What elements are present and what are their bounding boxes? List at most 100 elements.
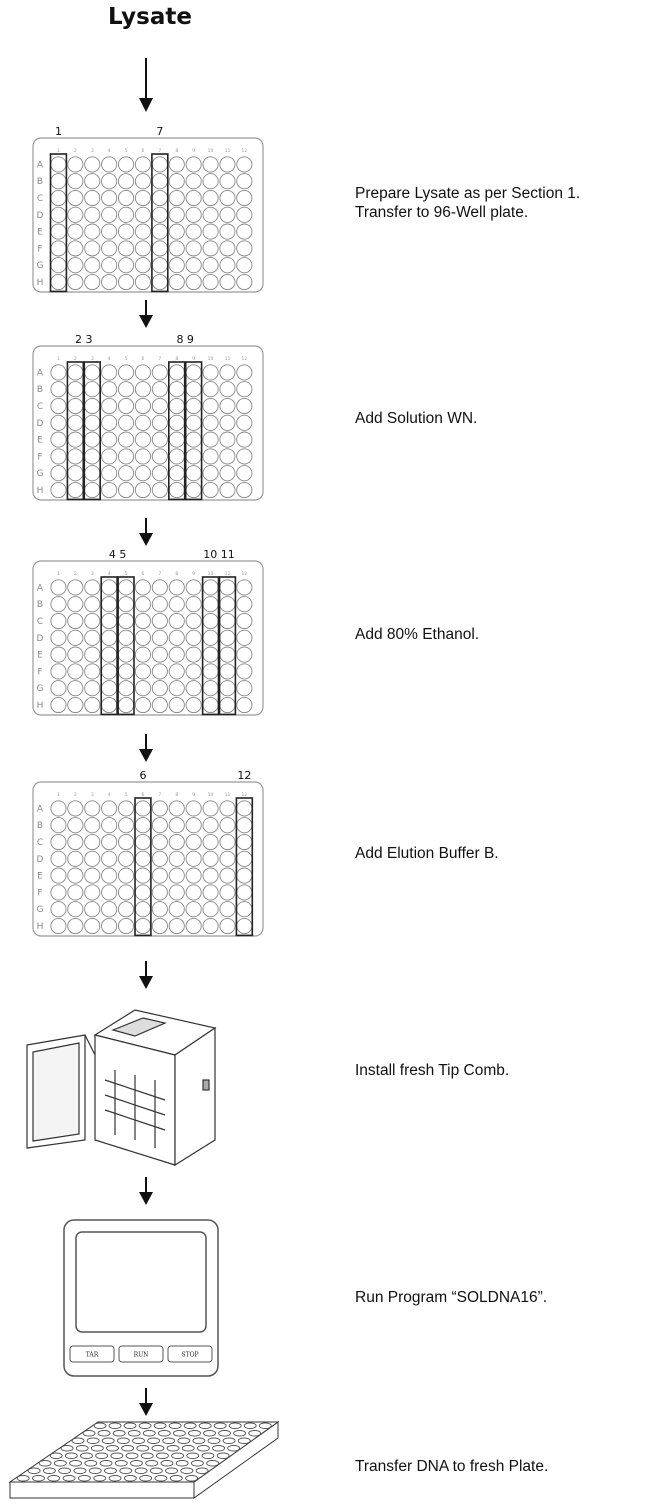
well xyxy=(168,884,185,901)
well xyxy=(97,1430,111,1437)
well xyxy=(101,646,118,663)
row-letter: F xyxy=(37,244,42,254)
well xyxy=(219,364,236,381)
well xyxy=(50,817,67,834)
well xyxy=(50,465,67,482)
well xyxy=(185,431,202,448)
well xyxy=(219,663,236,680)
well xyxy=(101,448,118,465)
well xyxy=(168,381,185,398)
column-number: 1 xyxy=(57,571,60,577)
well xyxy=(84,833,101,851)
well xyxy=(227,1445,241,1452)
well xyxy=(236,579,253,596)
column-number: 11 xyxy=(225,571,231,577)
row-letter: H xyxy=(37,486,44,496)
step-text-6: Run Program “SOLDNA16”. xyxy=(355,1289,548,1306)
well xyxy=(185,414,202,431)
well xyxy=(151,629,168,646)
well xyxy=(219,833,236,851)
well xyxy=(156,1452,169,1459)
well xyxy=(151,273,168,291)
well xyxy=(168,173,185,190)
well xyxy=(134,189,151,207)
row-letter: B xyxy=(37,385,43,395)
well xyxy=(95,1452,109,1459)
well xyxy=(185,257,202,274)
well xyxy=(151,189,168,207)
well xyxy=(151,800,168,817)
well xyxy=(101,381,118,398)
column-number: 7 xyxy=(158,571,161,577)
well xyxy=(168,240,185,257)
well xyxy=(118,629,135,646)
well xyxy=(134,1467,148,1474)
well xyxy=(67,663,84,680)
well xyxy=(93,1422,107,1429)
well xyxy=(218,1430,231,1437)
well xyxy=(185,612,202,630)
well xyxy=(219,646,236,663)
well xyxy=(62,1475,76,1482)
well xyxy=(101,173,118,190)
column-number: 9 xyxy=(192,356,195,362)
plate-side xyxy=(9,1481,195,1499)
well xyxy=(134,257,151,274)
arrow-down-icon xyxy=(139,1388,153,1416)
row-letter: E xyxy=(37,436,43,446)
well xyxy=(151,257,168,274)
column-group-label: 4 5 xyxy=(109,548,127,561)
well xyxy=(157,1430,171,1437)
well xyxy=(50,917,67,935)
well xyxy=(93,1475,107,1482)
well xyxy=(84,1460,98,1467)
well xyxy=(151,364,168,381)
well xyxy=(202,223,219,240)
well xyxy=(134,364,151,381)
well xyxy=(219,448,236,465)
well xyxy=(202,364,219,381)
highlighted-column xyxy=(218,576,237,716)
row-letter: E xyxy=(37,228,43,238)
column-number: 12 xyxy=(241,792,247,798)
well xyxy=(202,800,219,817)
well xyxy=(118,223,135,240)
well xyxy=(118,884,135,901)
well xyxy=(118,206,135,223)
well xyxy=(151,917,168,935)
well xyxy=(181,1445,195,1452)
well xyxy=(202,481,219,499)
column-number: 2 xyxy=(74,356,77,362)
column-number: 1 xyxy=(57,148,60,154)
well xyxy=(151,381,168,398)
well xyxy=(185,629,202,646)
well xyxy=(202,817,219,834)
well xyxy=(101,273,118,291)
well xyxy=(185,481,202,499)
well xyxy=(67,901,84,918)
well xyxy=(101,800,118,817)
row-letter: G xyxy=(37,261,44,271)
well xyxy=(202,884,219,901)
column-number: 4 xyxy=(108,792,111,798)
well xyxy=(185,646,202,663)
well xyxy=(101,629,118,646)
well xyxy=(136,1445,150,1452)
well xyxy=(202,646,219,663)
well xyxy=(101,696,118,714)
well xyxy=(219,850,236,867)
well xyxy=(236,431,253,448)
well xyxy=(151,884,168,901)
well xyxy=(236,884,253,901)
arrow-down-icon xyxy=(139,1177,153,1205)
control-panel-illustration: TAR RUN STOP xyxy=(63,1219,219,1377)
column-number: 10 xyxy=(208,356,214,362)
well xyxy=(186,1452,200,1459)
well xyxy=(177,1437,191,1444)
well xyxy=(134,397,151,415)
well xyxy=(151,696,168,714)
well xyxy=(134,663,151,680)
well xyxy=(134,481,151,499)
well xyxy=(153,1422,167,1429)
well xyxy=(185,596,202,613)
